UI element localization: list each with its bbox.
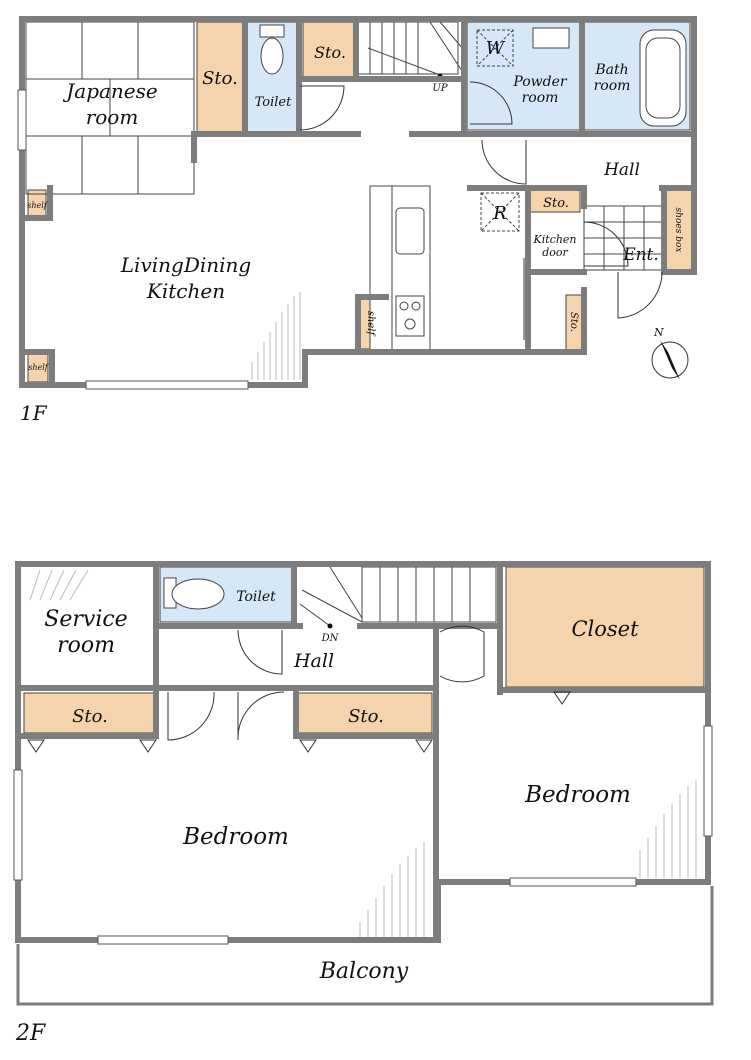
washbasin <box>532 27 570 49</box>
compass-north-label: N <box>653 326 664 339</box>
sto-japanese-room <box>196 21 244 133</box>
balcony-label: Balcony <box>319 959 409 984</box>
toilet-1f-label: Toilet <box>255 95 292 110</box>
japanese-room-label-line2: room <box>86 105 139 129</box>
powder-room-label-line2: room <box>522 90 559 106</box>
sto-side-label: Sto. <box>568 312 579 332</box>
shelf-left-label: shelf <box>27 201 49 210</box>
window-light-2f <box>29 569 697 938</box>
window-light-1f <box>251 292 301 380</box>
balcony-railing <box>16 886 714 1006</box>
floor-label-1f: 1F <box>20 401 48 425</box>
bath-room-label-line2: room <box>594 78 631 94</box>
toilet-fixture-1f <box>259 24 285 75</box>
walls-2f <box>15 561 711 943</box>
second-floor: Service room Toilet DN Hall Closet Sto. … <box>13 561 714 1046</box>
stair-up-label: UP <box>432 83 447 94</box>
ldk-label-line2: Kitchen <box>146 279 225 303</box>
sto-right <box>297 692 433 734</box>
closet-label: Closet <box>571 617 639 641</box>
powder-room-label-line1: Powder <box>512 74 568 90</box>
doors-1f <box>299 81 663 340</box>
stairs-1f <box>357 21 465 79</box>
hall-2f-label: Hall <box>293 650 334 672</box>
compass: N <box>651 326 689 380</box>
walls-1f <box>19 16 697 388</box>
hall-1f-label: Hall <box>603 160 640 180</box>
shelf-corner-label: shelf <box>28 363 50 372</box>
service-room-label-line1: Service <box>44 607 127 632</box>
sto-left-label: Sto. <box>72 706 108 727</box>
shelf-kitchen-label: shelf <box>365 311 376 338</box>
sto-japanese-label: Sto. <box>202 68 238 89</box>
window-japanese <box>17 89 27 151</box>
fridge-space <box>480 192 520 232</box>
kitchen-counter <box>369 185 431 351</box>
window-bedroom-side <box>703 725 713 837</box>
toilet-fixture-2f <box>163 577 225 610</box>
japanese-room-label-line1: Japanese <box>62 79 157 103</box>
bedroom-right-label: Bedroom <box>524 782 631 808</box>
stair-down-label: DN <box>321 633 340 644</box>
service-room-label-line2: room <box>57 633 115 658</box>
window-ldk <box>85 380 249 390</box>
entrance-label: Ent. <box>622 245 659 265</box>
ldk-label-line1: LivingDining <box>120 253 251 277</box>
first-floor: N Japanese room Sto. Toilet Sto. UP W Po… <box>17 16 697 425</box>
sto-hall-label: Sto. <box>543 196 569 211</box>
window-bedroom-left <box>13 769 23 881</box>
sto-right-label: Sto. <box>348 706 384 727</box>
shoes-box-label: shoes box <box>673 208 683 253</box>
labels-1f: Japanese room Sto. Toilet Sto. UP W Powd… <box>27 38 683 372</box>
doors-2f <box>27 625 571 753</box>
sto-top-label: Sto. <box>314 43 346 62</box>
kitchen-door-label-line2: door <box>542 246 568 259</box>
bath-room-label-line1: Bath <box>594 62 628 78</box>
bedroom-main-label: Bedroom <box>182 824 289 850</box>
washer-space <box>476 29 514 67</box>
bathtub <box>639 29 687 127</box>
toilet-2f-label: Toilet <box>236 589 276 605</box>
closet <box>505 566 705 688</box>
sto-left <box>23 692 155 734</box>
labels-2f: Service room Toilet DN Hall Closet Sto. … <box>44 589 639 984</box>
window-bedroom-main <box>97 935 229 945</box>
kitchen-door-label-line1: Kitchen <box>533 233 577 246</box>
washer-label: W <box>486 38 506 59</box>
refrigerator-label: R <box>492 203 507 224</box>
stairs-2f <box>299 566 497 629</box>
floor-label-2f: 2F <box>15 1021 46 1046</box>
window-bedroom-right <box>509 877 637 887</box>
